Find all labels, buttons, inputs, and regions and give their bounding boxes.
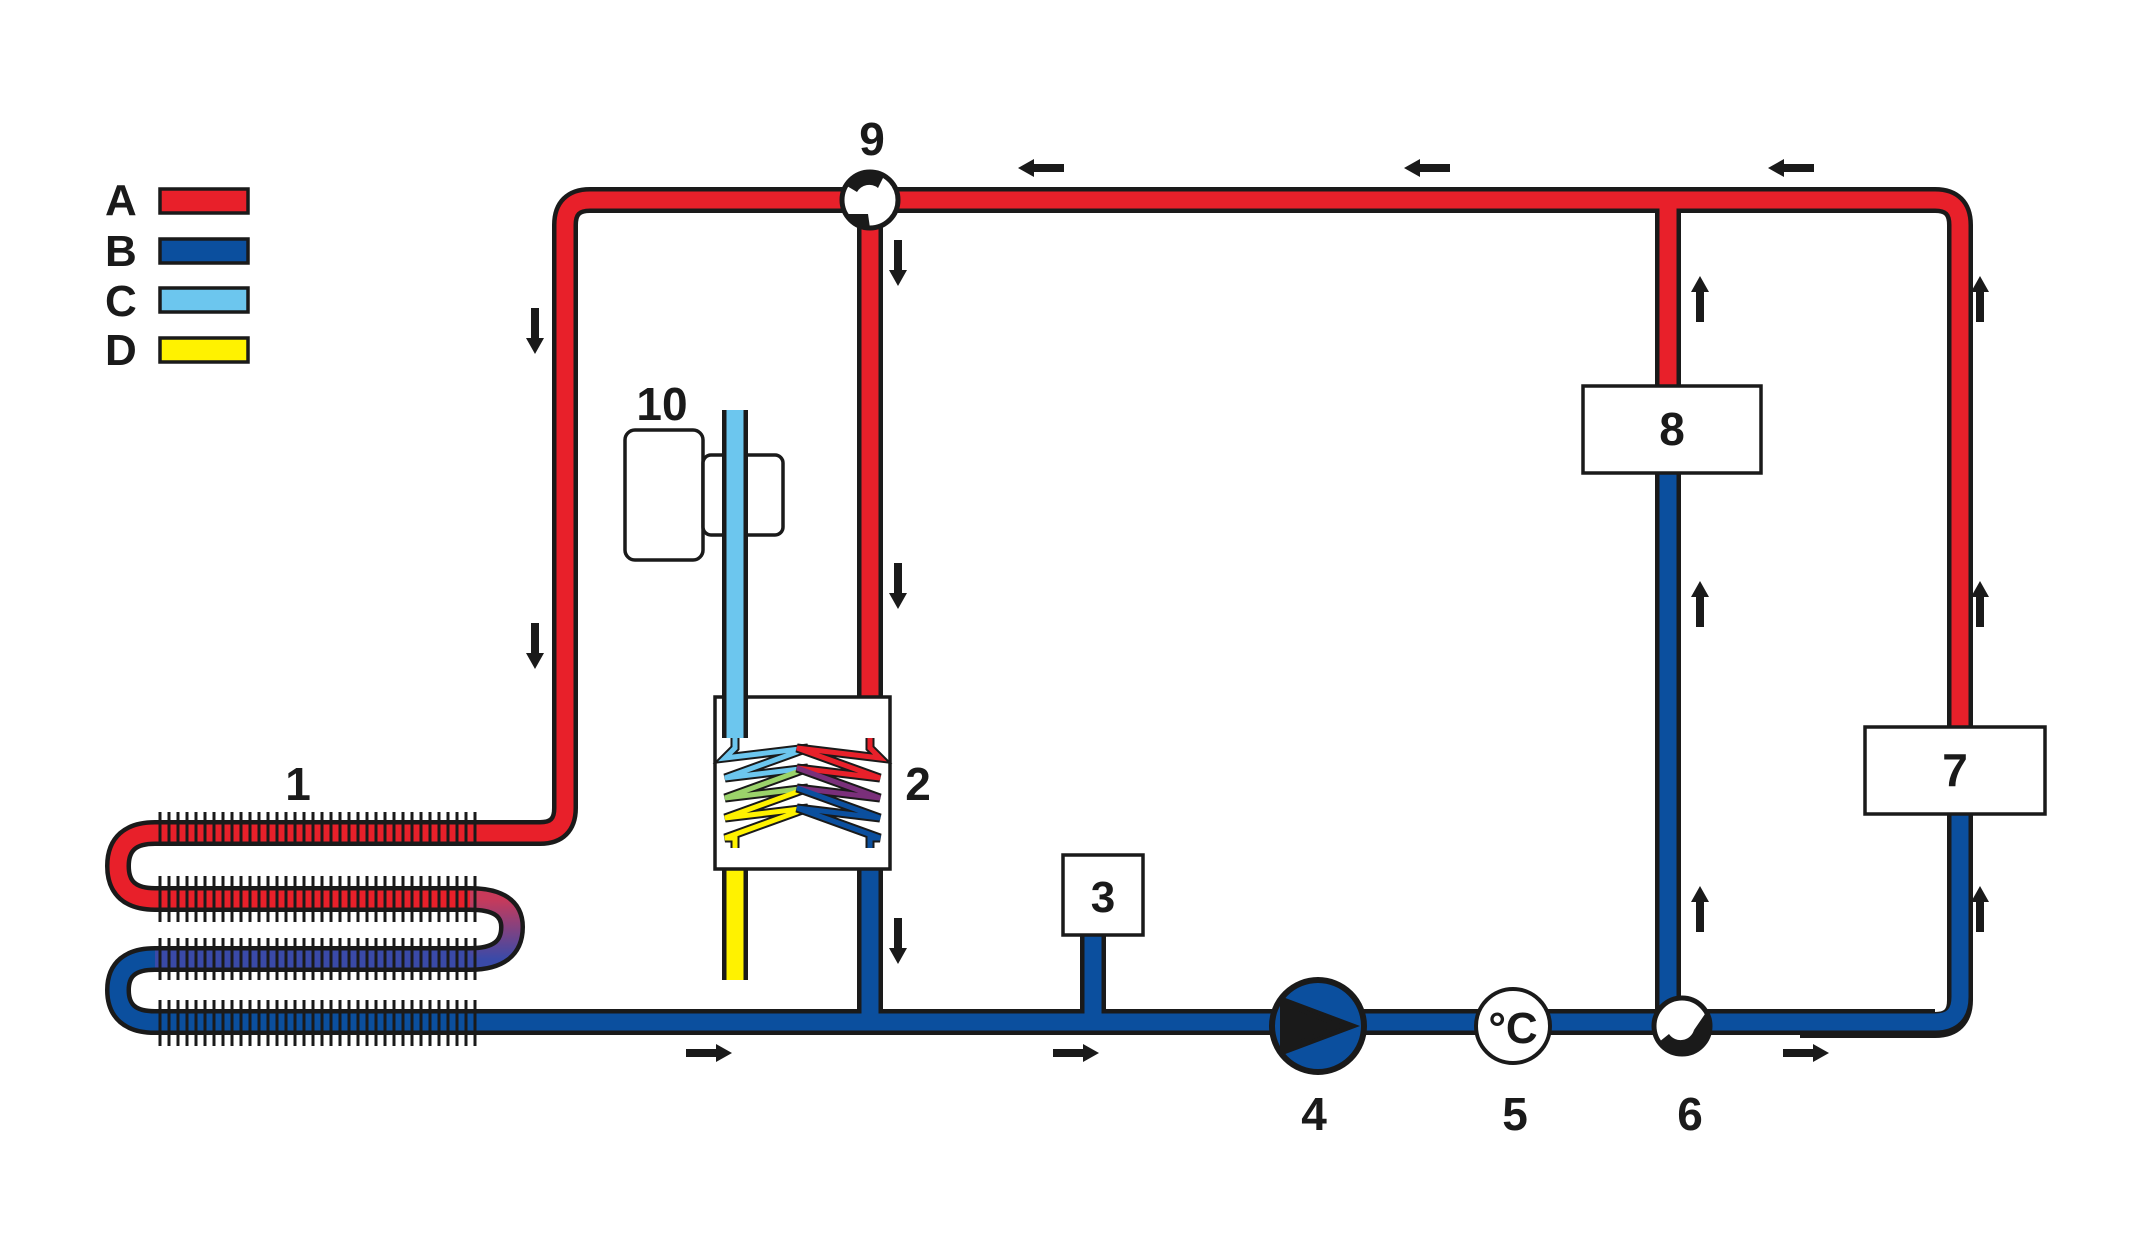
legend-label-d: D bbox=[105, 326, 137, 375]
component-6-label: 6 bbox=[1677, 1088, 1703, 1140]
component-6-valve: 6 bbox=[1651, 995, 1713, 1140]
component-8-box: 8 bbox=[1581, 384, 1763, 475]
component-4-pump: 4 bbox=[1269, 977, 1367, 1140]
arrow-icon bbox=[526, 308, 544, 354]
component-5-thermometer: °C 5 bbox=[1474, 987, 1552, 1140]
arrow-icon bbox=[686, 1044, 732, 1062]
component-9-label: 9 bbox=[859, 113, 885, 165]
arrow-icon bbox=[1783, 1044, 1829, 1062]
arrow-icon bbox=[1691, 276, 1709, 322]
component-4-label: 4 bbox=[1301, 1088, 1327, 1140]
return-pipes bbox=[470, 470, 1969, 1031]
arrow-icon bbox=[1691, 886, 1709, 932]
arrow-icon bbox=[1768, 159, 1814, 177]
component-10-expansion-vessel: 10 bbox=[623, 378, 785, 738]
component-1-label: 1 bbox=[285, 758, 311, 810]
component-5-label: 5 bbox=[1502, 1088, 1528, 1140]
legend-swatch-d bbox=[158, 336, 250, 364]
arrow-icon bbox=[526, 623, 544, 669]
supply-pipes bbox=[470, 191, 1969, 842]
thermometer-symbol: °C bbox=[1488, 1004, 1537, 1053]
component-9-valve: 9 bbox=[839, 113, 901, 231]
component-1-coil: 1 bbox=[109, 758, 521, 1046]
component-8-label: 8 bbox=[1659, 403, 1685, 455]
component-2-label: 2 bbox=[905, 758, 931, 810]
coil-fins bbox=[158, 812, 477, 1046]
legend-label-b: B bbox=[105, 227, 137, 276]
arrow-icon bbox=[889, 563, 907, 609]
legend: A B C D bbox=[105, 176, 250, 375]
flow-arrows bbox=[526, 159, 1989, 1062]
component-7-box: 7 bbox=[1863, 725, 2047, 816]
legend-swatch-a bbox=[158, 187, 250, 215]
arrow-icon bbox=[1691, 581, 1709, 627]
legend-label-c: C bbox=[105, 277, 137, 326]
component-2-heat-exchanger: 2 bbox=[712, 695, 931, 871]
arrow-icon bbox=[1053, 1044, 1099, 1062]
component-7-label: 7 bbox=[1942, 744, 1968, 796]
legend-label-a: A bbox=[105, 176, 137, 225]
arrow-icon bbox=[1971, 581, 1989, 627]
component-3-label: 3 bbox=[1091, 873, 1115, 922]
legend-swatch-b bbox=[158, 237, 250, 265]
arrow-icon bbox=[1018, 159, 1064, 177]
arrow-icon bbox=[1971, 276, 1989, 322]
valve-icon bbox=[847, 172, 884, 192]
legend-swatch-c bbox=[158, 286, 250, 314]
arrow-icon bbox=[1971, 886, 1989, 932]
component-3-box: 3 bbox=[1061, 853, 1145, 937]
arrow-icon bbox=[889, 918, 907, 964]
arrow-icon bbox=[889, 240, 907, 286]
valve-icon bbox=[1659, 1030, 1708, 1054]
arrow-icon bbox=[1404, 159, 1450, 177]
component-10-label: 10 bbox=[636, 378, 687, 430]
